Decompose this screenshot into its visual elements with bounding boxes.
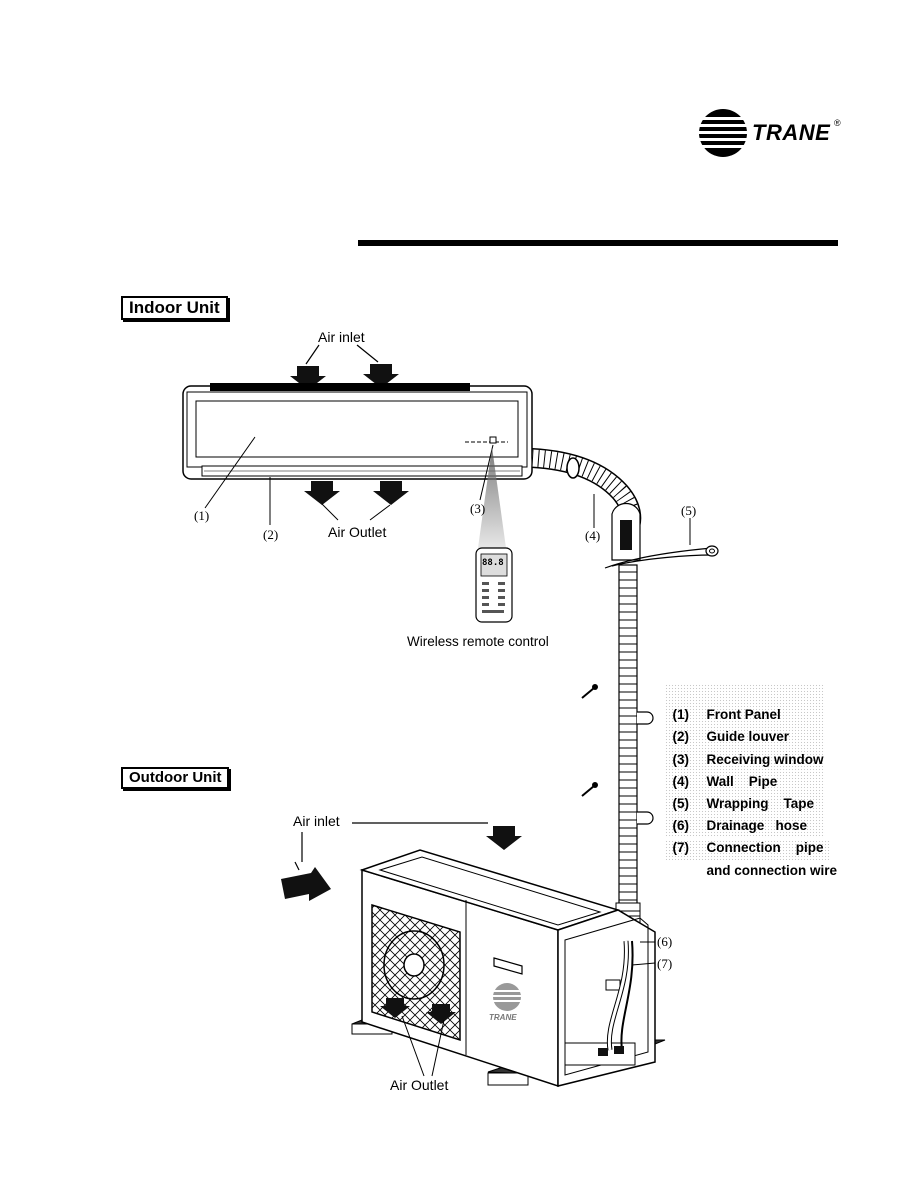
callout-5: (5) bbox=[681, 503, 697, 518]
legend-num: (2) bbox=[672, 729, 690, 744]
outdoor-unit-label: Outdoor Unit bbox=[121, 767, 230, 789]
legend-item-5: (5) Wrapping Tape bbox=[665, 774, 815, 811]
callout-7: (7) bbox=[657, 956, 673, 971]
legend-text: Connection pipe bbox=[706, 840, 824, 855]
indoor-air-outlet-label: Air Outlet bbox=[328, 524, 387, 540]
legend-item-7-cont: and connection wire bbox=[665, 841, 838, 878]
outdoor-inlet-arrows bbox=[281, 822, 522, 901]
indoor-unit-label: Indoor Unit bbox=[121, 296, 228, 320]
indoor-unit bbox=[182, 383, 533, 480]
legend-text: Drainage hose bbox=[706, 818, 808, 833]
connection-pipe-vertical bbox=[615, 564, 654, 942]
legend-item-1: (1) Front Panel bbox=[665, 685, 781, 722]
outdoor-air-outlet-label: Air Outlet bbox=[390, 1077, 449, 1093]
legend-num: (5) bbox=[672, 796, 690, 811]
legend-num: (1) bbox=[672, 707, 690, 722]
remote-control bbox=[475, 547, 513, 623]
remote-control-label: Wireless remote control bbox=[407, 634, 549, 649]
legend-num: (4) bbox=[672, 774, 690, 789]
remote-display: 88.8 bbox=[482, 558, 504, 568]
legend-num: (7) bbox=[672, 840, 690, 855]
trane-logo: TRANE ® bbox=[698, 108, 848, 158]
legend-num: (6) bbox=[672, 818, 690, 833]
legend-item-2: (2) Guide louver bbox=[665, 707, 790, 744]
legend-text: and connection wire bbox=[706, 863, 838, 878]
callout-2: (2) bbox=[263, 527, 279, 542]
outdoor-air-inlet-label: Air inlet bbox=[293, 813, 340, 829]
legend-item-3: (3) Receiving window bbox=[665, 730, 824, 767]
callout-1: (1) bbox=[194, 508, 210, 523]
legend-background-2 bbox=[665, 840, 830, 860]
callout-4: (4) bbox=[585, 528, 601, 543]
legend-text: Front Panel bbox=[706, 707, 781, 722]
legend-background-1 bbox=[665, 684, 825, 838]
legend-text: Receiving window bbox=[706, 752, 824, 767]
legend-item-6: (6) Drainage hose bbox=[665, 796, 808, 833]
legend-item-4: (4) Wall Pipe bbox=[665, 752, 778, 789]
registered-mark: ® bbox=[834, 118, 841, 128]
legend-text: Wrapping Tape bbox=[706, 796, 815, 811]
screw-icons bbox=[581, 684, 598, 797]
indoor-air-inlet-label: Air inlet bbox=[318, 329, 365, 345]
outdoor-brand-label: TRANE bbox=[489, 1013, 517, 1022]
outdoor-unit bbox=[351, 849, 666, 1088]
brand-name: TRANE bbox=[752, 120, 831, 145]
callout-6: (6) bbox=[657, 934, 673, 949]
callout-3: (3) bbox=[470, 501, 486, 516]
legend-item-7: (7) Connection pipe bbox=[665, 818, 824, 855]
legend-num: (3) bbox=[672, 752, 690, 767]
legend-text: Wall Pipe bbox=[706, 774, 778, 789]
indoor-inlet-arrows bbox=[290, 344, 399, 390]
wall-fitting bbox=[604, 502, 719, 569]
trane-globe-icon bbox=[698, 109, 748, 157]
title-rule bbox=[358, 240, 838, 246]
legend-text: Guide louver bbox=[706, 729, 790, 744]
indoor-outlet-arrows bbox=[304, 481, 409, 521]
